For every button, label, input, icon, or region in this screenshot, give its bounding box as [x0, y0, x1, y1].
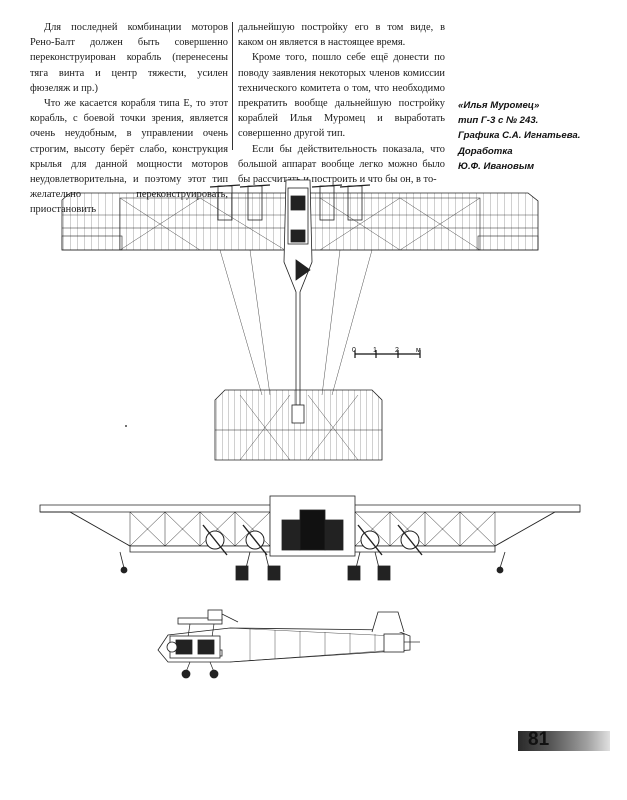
caption-line: Доработка — [458, 145, 513, 157]
caption-line: Ю.Ф. Ивановым — [458, 160, 535, 172]
front-view — [39, 495, 581, 581]
text-column-right: дальнейшую постройку его в том виде, в к… — [238, 20, 445, 187]
scale-tick-label: 1 — [373, 347, 377, 354]
stray-mark — [125, 425, 127, 427]
scale-tick-label: м — [416, 347, 421, 354]
page-number-bar — [518, 731, 610, 751]
caption-line: Графика С.А. Игнатьева. — [458, 130, 581, 142]
page-number: 81 — [528, 729, 550, 750]
paragraph: дальнейшую постройку его в том виде, в к… — [238, 22, 445, 49]
column-divider — [232, 22, 233, 150]
paragraph: Для последней комбинации моторов Рено-Ба… — [30, 22, 228, 94]
scale-tick-label: 0 — [352, 347, 356, 354]
front-engines — [202, 524, 423, 556]
paragraph: Если бы действительность показала, что б… — [238, 143, 445, 186]
figure-caption: «Илья Муромец» тип Г-3 с № 243. Графика … — [458, 98, 608, 174]
caption-line: тип Г-3 с № 243. — [458, 115, 539, 127]
scale-bar — [354, 350, 421, 358]
side-view — [157, 609, 420, 679]
scale-tick-label: 2 — [395, 347, 399, 354]
caption-line: «Илья Муромец» — [458, 100, 540, 111]
paragraph: Кроме того, пошло себе ещё донести по по… — [238, 52, 445, 140]
aircraft-drawing — [39, 179, 581, 679]
top-view — [61, 179, 539, 461]
engine-nacelles — [209, 184, 371, 221]
